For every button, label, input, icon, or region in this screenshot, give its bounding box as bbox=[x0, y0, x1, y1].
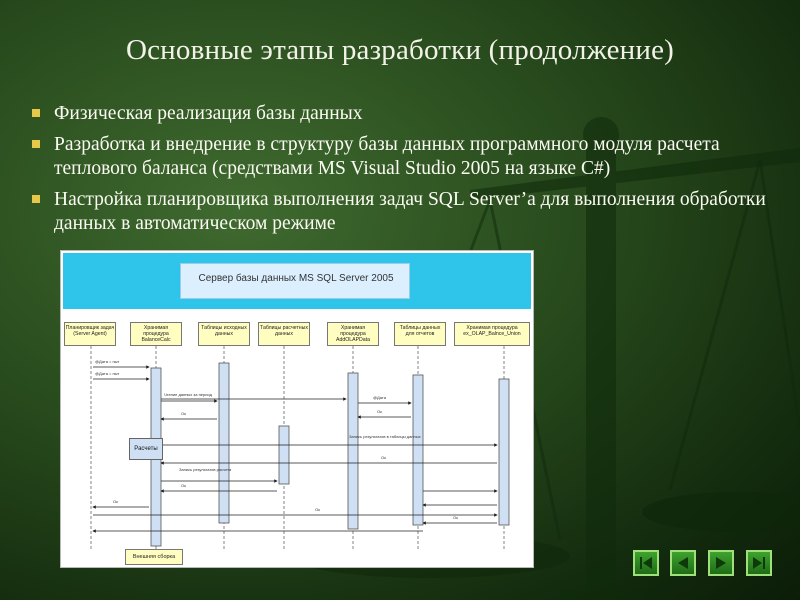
sequence-diagram: Сервер базы данных MS SQL Server 2005 bbox=[60, 250, 534, 568]
message-label: Ок bbox=[381, 455, 386, 460]
lane-header-calc-tables: Таблицы расчетных данных bbox=[258, 322, 310, 346]
slide-title: Основные этапы разработки (продолжение) bbox=[125, 34, 675, 66]
bullet-item: Физическая реализация базы данных bbox=[32, 102, 772, 126]
message-label: @Дата bbox=[373, 395, 386, 400]
bullet-list: Физическая реализация базы данных Разраб… bbox=[32, 102, 772, 243]
message-label: Ок bbox=[453, 515, 458, 520]
bullet-marker-icon bbox=[32, 109, 40, 117]
last-slide-icon bbox=[753, 557, 765, 569]
message-label: @Дата = пыт bbox=[95, 371, 120, 376]
message-label: Запись результатов расчета bbox=[179, 467, 232, 472]
server-label: Сервер базы данных MS SQL Server 2005 bbox=[198, 273, 394, 284]
prev-slide-button[interactable] bbox=[670, 550, 696, 576]
bullet-marker-icon bbox=[32, 195, 40, 203]
next-slide-icon bbox=[716, 557, 726, 569]
lane-header-report-tables: Таблицы данных для отчетов bbox=[394, 322, 446, 346]
calc-box: Расчеты bbox=[129, 438, 163, 460]
message-label: Ок bbox=[315, 507, 320, 512]
prev-slide-icon bbox=[678, 557, 688, 569]
lane-header-add-olap: Хранимая процедура AddOLAPData bbox=[327, 322, 379, 346]
lane-header-source-tables: Таблицы исходных данных bbox=[198, 322, 250, 346]
last-slide-button[interactable] bbox=[746, 550, 772, 576]
lane-header-balance-calc: Хранимая процедура BalanceCalc bbox=[130, 322, 182, 346]
bullet-marker-icon bbox=[32, 140, 40, 148]
message-label: Запись результатов в таблицы данных bbox=[349, 434, 421, 439]
bullet-item: Разработка и внедрение в структуру базы … bbox=[32, 133, 772, 181]
first-slide-icon bbox=[640, 557, 652, 569]
message-label: Чтение данных за период bbox=[164, 392, 212, 397]
message-label: Ок bbox=[181, 483, 186, 488]
lane-header-olap-union: Хранимая процедура ex_OLAP_Balnce_Union bbox=[454, 322, 530, 346]
message-label: Ок bbox=[377, 409, 382, 414]
server-banner: Сервер базы данных MS SQL Server 2005 bbox=[63, 253, 531, 309]
message-label: @Дата = пыт bbox=[95, 359, 120, 364]
bullet-item: Настройка планировщика выполнения задач … bbox=[32, 188, 772, 236]
server-box: Сервер базы данных MS SQL Server 2005 bbox=[180, 263, 410, 299]
message-label: Ок bbox=[113, 499, 118, 504]
first-slide-button[interactable] bbox=[633, 550, 659, 576]
message-label: Ок bbox=[181, 411, 186, 416]
sequence-lines bbox=[90, 346, 510, 549]
next-slide-button[interactable] bbox=[708, 550, 734, 576]
lane-header-scheduler: Планировщик задач (Server Agent) bbox=[64, 322, 116, 346]
external-assembly-box: Внешняя сборка bbox=[125, 549, 183, 565]
